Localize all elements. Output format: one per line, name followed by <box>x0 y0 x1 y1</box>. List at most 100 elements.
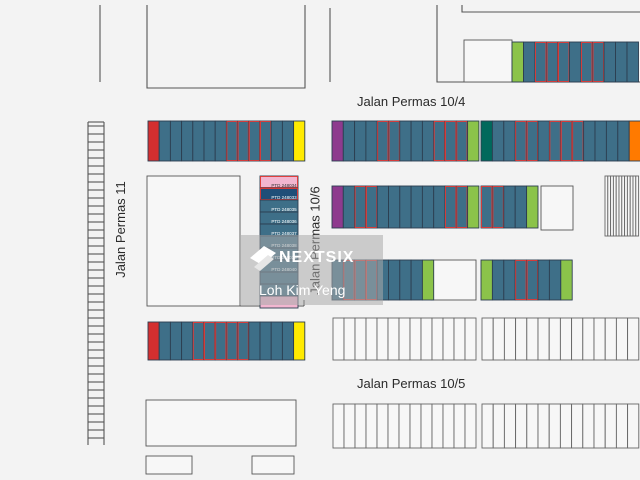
highlighted-lot <box>445 121 457 161</box>
highlighted-lot <box>572 121 584 161</box>
highlighted-lot <box>456 186 468 228</box>
shop-lot <box>399 120 412 162</box>
shop-lot <box>569 41 582 83</box>
shop-lot <box>491 259 505 301</box>
shop-lot <box>514 120 528 162</box>
empty-lot <box>627 317 640 361</box>
vacant-lot <box>146 175 241 307</box>
highlighted-lot <box>515 121 527 161</box>
shop-lot <box>293 120 306 162</box>
highlighted-lot <box>535 42 547 82</box>
shop-lot <box>548 120 562 162</box>
shop-lot <box>410 259 423 301</box>
shop-lot <box>526 120 539 162</box>
empty-lot <box>409 317 422 361</box>
shop-lot <box>399 185 412 229</box>
empty-lot <box>537 317 550 361</box>
shop-lot <box>248 120 261 162</box>
road-edge-line <box>146 5 306 89</box>
shop-lot <box>503 185 516 229</box>
shop-lot <box>169 120 183 162</box>
highlighted-lot <box>492 186 504 228</box>
nextsix-logo-icon <box>250 246 276 271</box>
shop-lot <box>455 185 469 229</box>
empty-lot <box>398 317 411 361</box>
empty-lot <box>582 403 595 449</box>
empty-lot <box>559 317 573 361</box>
empty-lot <box>481 403 494 449</box>
vacant-lot <box>463 39 513 83</box>
shop-lot <box>225 120 239 162</box>
shop-lot <box>365 120 378 162</box>
highlighted-lot <box>546 42 558 82</box>
shop-lot <box>537 120 550 162</box>
shop-lot <box>503 120 516 162</box>
shop-lot <box>203 120 216 162</box>
empty-lot <box>615 317 629 361</box>
empty-lot <box>627 403 640 449</box>
empty-lot <box>492 317 505 361</box>
shop-lot <box>491 120 505 162</box>
vacant-lot <box>145 399 297 447</box>
shop-lot <box>557 41 570 83</box>
shop-lot <box>548 259 562 301</box>
shop-lot <box>491 185 505 229</box>
shop-lot <box>237 321 250 361</box>
highlighted-lot <box>526 121 538 161</box>
empty-lot <box>387 403 400 449</box>
highlighted-lot <box>481 186 493 228</box>
shop-lot <box>214 321 227 361</box>
shop-lot <box>181 321 194 361</box>
empty-lot <box>365 403 378 449</box>
shop-lot <box>248 321 261 361</box>
vacant-lot <box>540 185 574 231</box>
shop-lot <box>365 185 378 229</box>
shop-lot <box>376 120 389 162</box>
lot-label: PTD 248035 <box>271 207 297 212</box>
highlighted-lot <box>260 188 298 200</box>
shop-lot <box>467 185 480 229</box>
vacant-lot <box>145 455 193 475</box>
empty-lot <box>365 317 378 361</box>
empty-lot <box>332 403 345 449</box>
highlighted-lot <box>260 121 272 161</box>
shop-lot <box>354 185 367 229</box>
shop-lot <box>626 41 639 83</box>
shop-lot <box>444 185 457 229</box>
empty-lot <box>376 317 389 361</box>
shop-lot <box>259 321 272 361</box>
highlighted-lot <box>260 176 298 188</box>
shop-lot <box>388 259 401 301</box>
empty-lot <box>571 403 584 449</box>
shop-lot <box>480 259 493 301</box>
empty-lot <box>453 317 466 361</box>
shop-lot <box>523 41 536 83</box>
shop-lot <box>270 321 283 361</box>
shop-lot <box>526 185 539 229</box>
shop-lot <box>594 120 607 162</box>
shop-lot <box>158 321 171 361</box>
highlighted-lot <box>445 186 457 228</box>
shop-lot <box>421 185 435 229</box>
shop-lot <box>560 259 573 301</box>
highlighted-lot <box>192 322 204 360</box>
shop-lot <box>534 41 547 83</box>
empty-lot <box>409 403 422 449</box>
highlighted-lot <box>558 42 570 82</box>
highlighted-lot <box>388 121 400 161</box>
empty-lot <box>526 403 539 449</box>
shop-lot <box>270 120 283 162</box>
shop-lot <box>147 120 160 162</box>
highlighted-lot <box>226 121 238 161</box>
empty-lot <box>571 317 584 361</box>
highlighted-lot <box>365 186 378 228</box>
watermark-brand: NEXTSIX <box>279 249 355 266</box>
empty-lot <box>376 403 389 449</box>
empty-lot <box>503 317 517 361</box>
empty-lot <box>442 403 455 449</box>
empty-lot <box>420 317 433 361</box>
shop-lot <box>354 120 367 162</box>
shop-lot <box>192 321 205 361</box>
highlighted-lot <box>560 121 573 161</box>
shop-lot <box>605 120 619 162</box>
